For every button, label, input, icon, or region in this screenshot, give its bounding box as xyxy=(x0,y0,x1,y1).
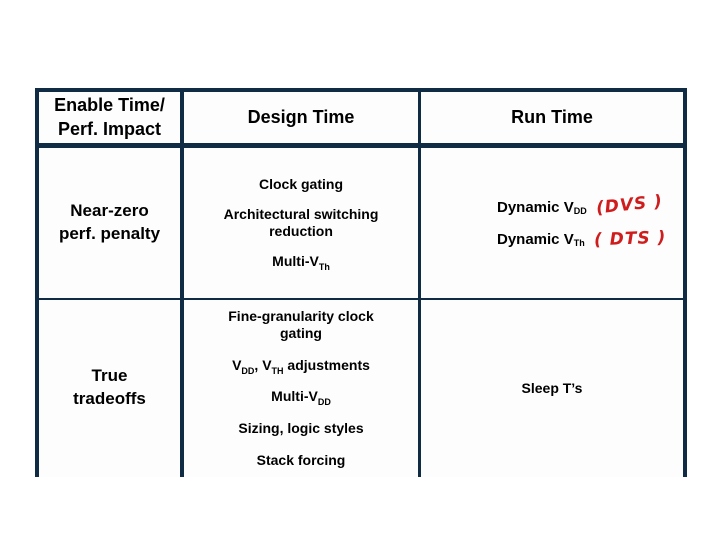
item-stack-forcing: Stack forcing xyxy=(256,451,346,468)
item-vdd-vth-sub2: TH xyxy=(271,365,284,376)
row-label-near-zero: Near-zero perf. penalty xyxy=(39,148,184,300)
handwritten-dts-annotation: ( DTS ) xyxy=(593,227,667,251)
item-dynamic-vdd-base: Dynamic V xyxy=(497,198,574,216)
item-architectural-switching-reduction: Architectural switching reduction xyxy=(224,206,379,240)
item-fine-granularity-line1: Fine-granularity clock xyxy=(228,308,374,324)
header-enable-time-line2: Perf. Impact xyxy=(57,118,162,139)
item-multi-vth: Multi-VTh xyxy=(272,252,330,272)
item-multi-vdd-base: Multi-V xyxy=(271,388,318,405)
handwritten-dvs-annotation: (DVS ) xyxy=(594,191,664,219)
item-fine-granularity-line2: gating xyxy=(279,324,322,341)
row-label-near-zero-line1: Near-zero xyxy=(70,201,149,221)
power-techniques-table: Enable Time/ Perf. Impact Design Time Ru… xyxy=(35,88,687,477)
item-multi-vth-base: Multi-V xyxy=(272,252,319,269)
header-enable-time-perf-impact: Enable Time/ Perf. Impact xyxy=(39,92,184,148)
item-clock-gating: Clock gating xyxy=(258,176,343,193)
item-multi-vth-subscript: Th xyxy=(318,261,330,272)
cell-run-time-true-tradeoffs: Sleep T’s xyxy=(421,300,683,477)
row-label-true-tradeoffs-line2: tradeoffs xyxy=(73,389,146,409)
item-dynamic-vth-base: Dynamic V xyxy=(497,230,574,248)
item-architectural-switching-line2: reduction xyxy=(269,223,333,239)
header-enable-time-line1: Enable Time/ xyxy=(54,95,165,116)
row-label-near-zero-line2: perf. penalty xyxy=(58,224,161,243)
item-sleep-transistors: Sleep T’s xyxy=(521,380,583,397)
item-vdd-vth-seg2: , V xyxy=(254,356,272,373)
row-label-true-tradeoffs: True tradeoffs xyxy=(39,300,184,477)
header-design-time: Design Time xyxy=(184,92,421,148)
header-design-time-label: Design Time xyxy=(247,106,355,127)
row-label-true-tradeoffs-line1: True xyxy=(91,366,128,386)
cell-design-time-near-zero: Clock gating Architectural switching red… xyxy=(184,148,421,300)
header-run-time-label: Run Time xyxy=(511,106,593,127)
item-fine-granularity-clock-gating: Fine-granularity clock gating xyxy=(228,308,373,342)
item-architectural-switching-line1: Architectural switching xyxy=(223,206,379,223)
item-multi-vdd-subscript: DD xyxy=(317,397,331,408)
item-vdd-vth-sub1: DD xyxy=(241,365,255,376)
item-vdd-vth-seg1: V xyxy=(232,356,242,373)
item-vdd-vth-seg3: adjustments xyxy=(283,356,370,373)
item-vdd-vth-adjustments: VDD, VTH adjustments xyxy=(232,356,370,376)
header-run-time: Run Time xyxy=(421,92,683,148)
cell-design-time-true-tradeoffs: Fine-granularity clock gating VDD, VTH a… xyxy=(184,300,421,477)
item-multi-vdd: Multi-VDD xyxy=(271,388,331,408)
item-sizing-logic-styles: Sizing, logic styles xyxy=(238,420,364,437)
